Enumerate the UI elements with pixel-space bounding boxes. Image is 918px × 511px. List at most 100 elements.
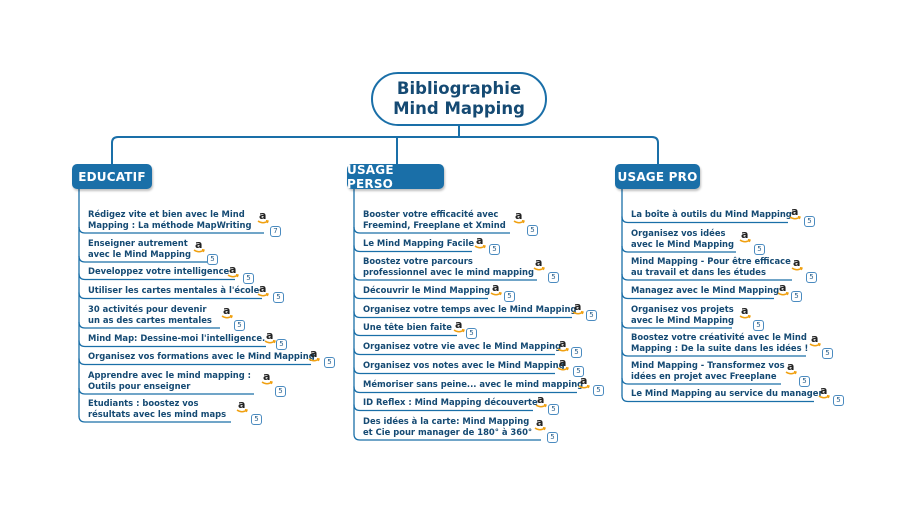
amazon-icon[interactable]: a bbox=[257, 282, 269, 297]
branch-label: USAGE PRO bbox=[617, 169, 698, 184]
note-count-badge[interactable]: 5 bbox=[586, 310, 597, 321]
book-item[interactable]: ID Reflex : Mind Mapping découverte bbox=[363, 397, 538, 408]
amazon-icon[interactable]: a bbox=[739, 304, 751, 319]
book-item[interactable]: Mémoriser sans peine... avec le mind map… bbox=[363, 379, 583, 390]
note-count-badge[interactable]: 5 bbox=[273, 292, 284, 303]
book-item[interactable]: Une tête bien faite bbox=[363, 322, 457, 333]
amazon-icon[interactable]: a bbox=[777, 281, 789, 296]
amazon-icon[interactable]: a bbox=[227, 263, 239, 278]
book-item[interactable]: Organisez vos notes avec le Mind Mapping bbox=[363, 360, 565, 371]
note-count-badge[interactable]: 5 bbox=[276, 339, 287, 350]
amazon-icon[interactable]: a bbox=[535, 393, 547, 408]
note-count-badge[interactable]: 5 bbox=[207, 254, 218, 265]
book-item[interactable]: Découvrir le Mind Mapping bbox=[363, 285, 490, 296]
book-item[interactable]: Organisez votre vie avec le Mind Mapping bbox=[363, 341, 561, 352]
note-count-badge[interactable]: 5 bbox=[822, 348, 833, 359]
note-count-badge[interactable]: 5 bbox=[243, 273, 254, 284]
note-count-badge[interactable]: 5 bbox=[489, 244, 500, 255]
amazon-icon[interactable]: a bbox=[785, 360, 797, 375]
note-count-badge[interactable]: 5 bbox=[548, 404, 559, 415]
item-underline bbox=[621, 395, 814, 403]
amazon-icon[interactable]: a bbox=[534, 416, 546, 431]
amazon-icon[interactable]: a bbox=[809, 332, 821, 347]
book-title: Utiliser les cartes mentales à l'école bbox=[88, 285, 259, 296]
note-count-badge[interactable]: 5 bbox=[593, 385, 604, 396]
amazon-icon[interactable]: a bbox=[474, 234, 486, 249]
book-item[interactable]: Mind Map: Dessine-moi l'intelligence. bbox=[88, 333, 266, 344]
book-item[interactable]: Organisez votre temps avec le Mind Mappi… bbox=[363, 304, 576, 315]
amazon-icon[interactable]: a bbox=[513, 209, 525, 224]
amazon-icon[interactable]: a bbox=[578, 374, 590, 389]
amazon-icon[interactable]: a bbox=[453, 318, 465, 333]
note-count-badge[interactable]: 5 bbox=[833, 395, 844, 406]
note-count-badge[interactable]: 5 bbox=[804, 216, 815, 227]
note-count-badge[interactable]: 5 bbox=[275, 386, 286, 397]
amazon-icon[interactable]: a bbox=[557, 337, 569, 352]
note-count-badge[interactable]: 5 bbox=[466, 328, 477, 339]
note-count-badge[interactable]: 5 bbox=[573, 366, 584, 377]
branch-educatif[interactable]: EDUCATIF bbox=[72, 164, 152, 189]
book-title-line: Rédigez vite et bien avec le Mind bbox=[88, 209, 245, 219]
note-count-badge[interactable]: 5 bbox=[251, 414, 262, 425]
book-title-line: Mind Mapping - Pour être efficace bbox=[631, 256, 791, 266]
note-count-badge[interactable]: 5 bbox=[791, 291, 802, 302]
amazon-icon[interactable]: a bbox=[236, 398, 248, 413]
book-item[interactable]: Organisez vos formations avec le Mind Ma… bbox=[88, 351, 315, 362]
note-count-badge[interactable]: 5 bbox=[504, 291, 515, 302]
amazon-icon[interactable]: a bbox=[193, 238, 205, 253]
book-item[interactable]: Managez avec le Mind Mapping bbox=[631, 285, 779, 296]
note-count-badge[interactable]: 5 bbox=[547, 432, 558, 443]
note-count-badge[interactable]: 5 bbox=[754, 244, 765, 255]
note-count-badge[interactable]: 5 bbox=[571, 347, 582, 358]
amazon-icon[interactable]: a bbox=[533, 256, 545, 271]
amazon-icon[interactable]: a bbox=[308, 347, 320, 362]
book-item[interactable]: La boîte à outils du Mind Mapping bbox=[631, 209, 792, 220]
amazon-icon[interactable]: a bbox=[557, 356, 569, 371]
note-count-badge[interactable]: 5 bbox=[527, 225, 538, 236]
amazon-icon[interactable]: a bbox=[818, 384, 830, 399]
note-count-badge[interactable]: 5 bbox=[548, 272, 559, 283]
book-title-line: Enseigner autrement bbox=[88, 238, 188, 248]
amazon-icon[interactable]: a bbox=[572, 300, 584, 315]
book-item[interactable]: Utiliser les cartes mentales à l'école bbox=[88, 285, 262, 296]
amazon-icon[interactable]: a bbox=[490, 281, 502, 296]
note-count-badge[interactable]: 5 bbox=[799, 376, 810, 387]
amazon-icon[interactable]: a bbox=[789, 205, 801, 220]
note-count-badge[interactable]: 7 bbox=[270, 226, 281, 237]
book-item[interactable]: Le Mind Mapping au service du manager bbox=[631, 388, 823, 399]
amazon-icon[interactable]: a bbox=[261, 370, 273, 385]
root-node[interactable]: Bibliographie Mind Mapping bbox=[371, 72, 547, 126]
amazon-icon[interactable]: a bbox=[257, 209, 269, 224]
amazon-icon[interactable]: a bbox=[221, 304, 233, 319]
branch-usage-perso[interactable]: USAGE PERSO bbox=[347, 163, 444, 191]
amazon-icon[interactable]: a bbox=[264, 329, 276, 344]
book-item[interactable]: Apprendre avec le mind mapping :Outils p… bbox=[88, 370, 254, 391]
note-count-badge[interactable]: 5 bbox=[753, 320, 764, 331]
amazon-icon[interactable]: a bbox=[739, 228, 751, 243]
book-title-line: Apprendre avec le mind mapping : bbox=[88, 370, 252, 380]
branch-usage-pro[interactable]: USAGE PRO bbox=[615, 164, 700, 189]
book-item[interactable]: Developpez votre intelligence bbox=[88, 266, 235, 277]
amazon-icon[interactable]: a bbox=[791, 256, 803, 271]
note-count-badge[interactable]: 5 bbox=[234, 320, 245, 331]
book-title-line: un as des cartes mentales bbox=[88, 314, 212, 325]
note-count-badge[interactable]: 5 bbox=[806, 272, 817, 283]
book-title-line: ID Reflex : Mind Mapping découverte bbox=[363, 397, 538, 407]
book-item[interactable]: Le Mind Mapping Facile bbox=[363, 238, 474, 249]
note-count-badge[interactable]: 5 bbox=[324, 357, 335, 368]
